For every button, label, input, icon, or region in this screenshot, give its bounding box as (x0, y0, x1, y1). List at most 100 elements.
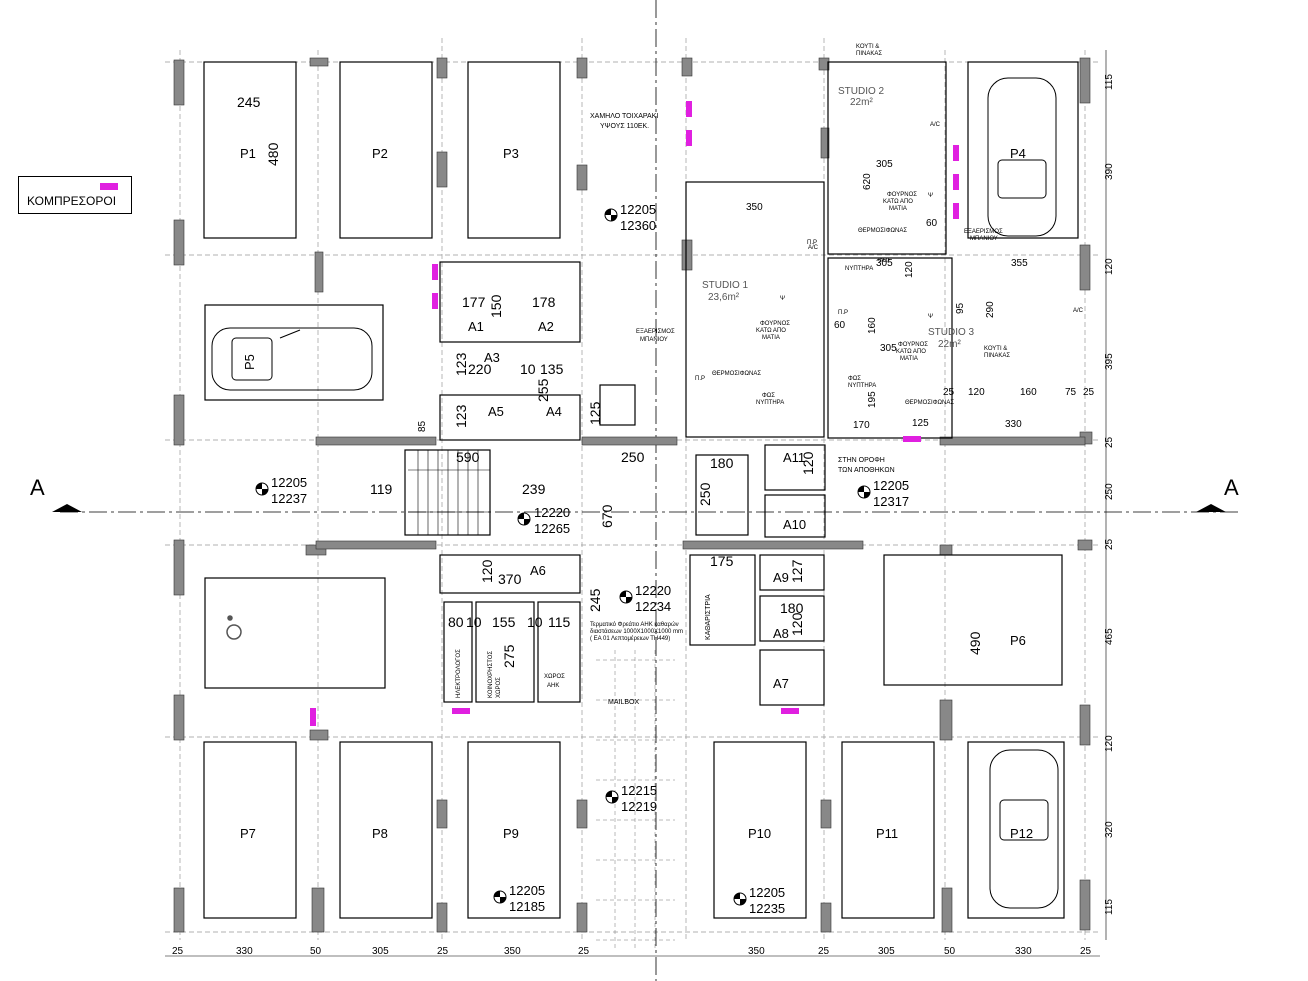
columns (173, 57, 1093, 933)
dim-60-b: 60 (834, 320, 846, 331)
dim-195: 195 (867, 391, 878, 408)
dim-290: 290 (985, 301, 996, 318)
note-low-wall-height: ΥΨΟΥΣ 110ΕΚ. (600, 123, 649, 130)
parking-p2: P2 (372, 146, 388, 161)
elev-1-top: 12205 (620, 202, 656, 217)
bottom-dim-4: 305 (372, 946, 389, 957)
dim-255: 255 (535, 378, 551, 402)
storage-a2: A2 (538, 319, 554, 334)
dim-180-a: 180 (710, 455, 734, 471)
right-dim-4: 395 (1104, 353, 1115, 370)
elev-8-top: 12205 (749, 885, 785, 900)
note-mailbox: MAILBOX (608, 699, 639, 706)
dim-355: 355 (1011, 258, 1028, 269)
elev-4-bottom: 12317 (873, 494, 909, 509)
note-oven-3c: ΜΑΤΙΑ (900, 356, 918, 362)
right-dim-5: 25 (1104, 436, 1115, 448)
dim-75: 75 (1065, 387, 1077, 398)
bottom-dim-5: 25 (437, 946, 449, 957)
elev-7-bottom: 12185 (509, 899, 545, 914)
note-ahk-2: ΑΗΚ (547, 683, 559, 689)
parking-p1: P1 (240, 146, 256, 161)
elev-2-top: 12205 (271, 475, 307, 490)
dim-180-b: 180 (780, 600, 804, 616)
dim-10: 10 (520, 361, 536, 377)
bottom-dim-7: 25 (578, 946, 590, 957)
dim-120-a: 120 (800, 451, 816, 475)
elev-1-bottom: 12360 (620, 218, 656, 233)
storage-a1: A1 (468, 319, 484, 334)
bottom-dim-9: 25 (818, 946, 830, 957)
note-ac-3: A/C (1073, 308, 1084, 314)
legend: ΚΟΜΠΡΕΣΟΡΟΙ (18, 176, 132, 214)
dim-120-b: 120 (479, 559, 495, 583)
dim-10-b: 10 (466, 614, 482, 630)
note-bath-vent-1: ΕΞΑΕΡΙΣΜΟΣ (636, 329, 675, 335)
parking-p5: P5 (242, 354, 257, 370)
section-arrow-right (1196, 504, 1226, 512)
note-bath-vent-3: ΕΞΑΕΡΙΣΜΟΣ (964, 229, 1003, 235)
note-box-2a: ΚΟΥΤΙ & (984, 346, 1007, 352)
elev-8-bottom: 12235 (749, 901, 785, 916)
note-water-heater-2: ΘΕΡΜΟΣΙΦΩΝΑΣ (858, 228, 907, 234)
studio-3-area: 22m² (938, 339, 961, 350)
bottom-dim-3: 50 (310, 946, 322, 957)
storage-a11: A11 (783, 450, 805, 465)
dim-305-c: 305 (880, 343, 897, 354)
section-marker-right: A (1224, 475, 1239, 500)
note-light-1a: ΦΩΣ (762, 393, 775, 399)
dim-125-a: 125 (587, 401, 603, 425)
note-ahk-detail-1: Τερματικό Φρεάτιο ΑΗΚ καθαρών (590, 621, 679, 628)
dim-670: 670 (599, 504, 615, 528)
dim-60-a: 60 (926, 218, 938, 229)
bottom-dim-12: 330 (1015, 946, 1032, 957)
dim-170: 170 (853, 420, 870, 431)
elev-5-bottom: 12234 (635, 599, 671, 614)
walls (203, 61, 1079, 919)
parking-p9: P9 (503, 826, 519, 841)
dim-305-a: 305 (876, 159, 893, 170)
dim-620: 620 (862, 173, 873, 190)
bottom-dim-6: 350 (504, 946, 521, 957)
parking-p10: P10 (748, 826, 771, 841)
note-box-1a: ΚΟΥΤΙ & (856, 44, 879, 50)
dim-123-b: 123 (453, 404, 469, 428)
note-light-3a: ΦΩΣ (848, 376, 861, 382)
note-water-heater-1: ΘΕΡΜΟΣΙΦΩΝΑΣ (712, 371, 761, 377)
note-light-1b: ΝΥΠΤΗΡΑ (756, 400, 784, 406)
parking-p6: P6 (1010, 633, 1026, 648)
elev-3-top: 12220 (534, 505, 570, 520)
dim-220: 220 (468, 361, 492, 377)
elevation-markers (255, 208, 871, 906)
note-storage-roof-2: ΤΩΝ ΑΠΟΘΗΚΩΝ (838, 467, 895, 474)
dim-239: 239 (522, 481, 546, 497)
note-oven-1b: ΚΑΤΩ ΑΠΟ (756, 328, 786, 334)
dim-135: 135 (540, 361, 564, 377)
note-bath-vent-2: ΜΠΑΝΙΟΥ (640, 337, 668, 343)
note-oven-2b: ΚΑΤΩ ΑΠΟ (883, 199, 913, 205)
note-pr-1: Π.Ρ (807, 240, 817, 246)
dim-119: 119 (370, 481, 393, 497)
dim-250-a: 250 (621, 449, 645, 465)
dim-95: 95 (955, 302, 966, 314)
parking-p7: P7 (240, 826, 256, 841)
bottom-dim-13: 25 (1080, 946, 1092, 957)
note-oven-2c: ΜΑΤΙΑ (889, 206, 907, 212)
note-oven-1c: ΜΑΤΙΑ (762, 335, 780, 341)
parking-p11: P11 (876, 826, 898, 841)
dim-370: 370 (498, 571, 522, 587)
elev-7-top: 12205 (509, 883, 545, 898)
compressor-markers (310, 101, 959, 726)
dim-330-inner: 330 (1005, 419, 1022, 430)
right-dim-10: 320 (1104, 821, 1115, 838)
studio-2-name: STUDIO 2 (838, 86, 885, 97)
note-low-wall: ΧΑΜΗΛΟ ΤΟΙΧΑΡΑΚΙ (590, 113, 658, 120)
note-psi-2: Ψ (928, 193, 933, 199)
note-light-2a: ΦΩΣ (878, 258, 891, 264)
dim-250-b: 250 (697, 482, 713, 506)
storage-a10: A10 (783, 517, 806, 532)
storage-a3: A3 (484, 350, 500, 365)
note-psi-3: Ψ (928, 314, 933, 320)
dim-85: 85 (417, 420, 428, 432)
dim-175: 175 (710, 553, 734, 569)
